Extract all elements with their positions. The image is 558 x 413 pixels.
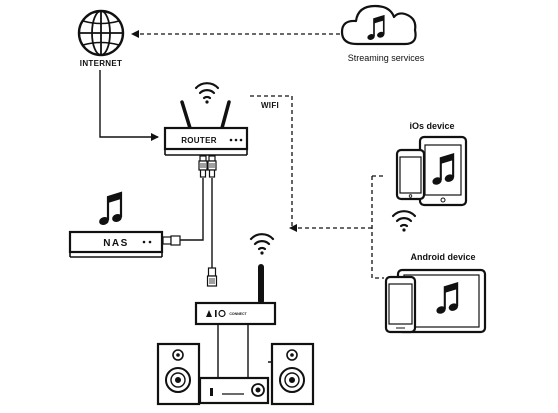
mobile-devices-link: [371, 176, 384, 279]
router-to-nas-cable: [180, 178, 204, 241]
internet-to-router-connector: [99, 70, 159, 141]
streamer-brand-label: CONNECT: [229, 312, 247, 316]
router-label: ROUTER: [181, 136, 217, 145]
router-wifi-link: [250, 95, 293, 228]
ios-tablet: [418, 135, 468, 207]
streaming-services-label: Streaming services: [348, 53, 425, 63]
cloud-music-icon: [340, 4, 417, 46]
nas-device: NAS: [68, 191, 181, 258]
ethernet-plug-icon: [206, 267, 218, 287]
nas-label: NAS: [103, 238, 129, 249]
globe-icon: [77, 9, 125, 57]
speaker-left: [156, 342, 201, 406]
ios-phone: [395, 148, 426, 201]
speaker-right: [270, 342, 315, 406]
wifi-label: WIFI: [261, 101, 279, 110]
wifi-icon: [194, 82, 220, 105]
router-device: ROUTER: [163, 82, 249, 156]
android-tablet: [396, 268, 487, 334]
streamer-device: CONNECT: [194, 233, 277, 326]
ethernet-plug-icon: [207, 155, 217, 178]
wifi-icon: [249, 233, 275, 256]
ios-device-label: iOs device: [409, 121, 454, 131]
amplifier: [198, 376, 270, 405]
wifi-icon: [391, 210, 417, 233]
ethernet-plug-icon: [198, 155, 208, 178]
internet-label: INTERNET: [80, 59, 122, 68]
android-device-label: Android device: [410, 252, 475, 262]
android-phone: [384, 275, 417, 334]
